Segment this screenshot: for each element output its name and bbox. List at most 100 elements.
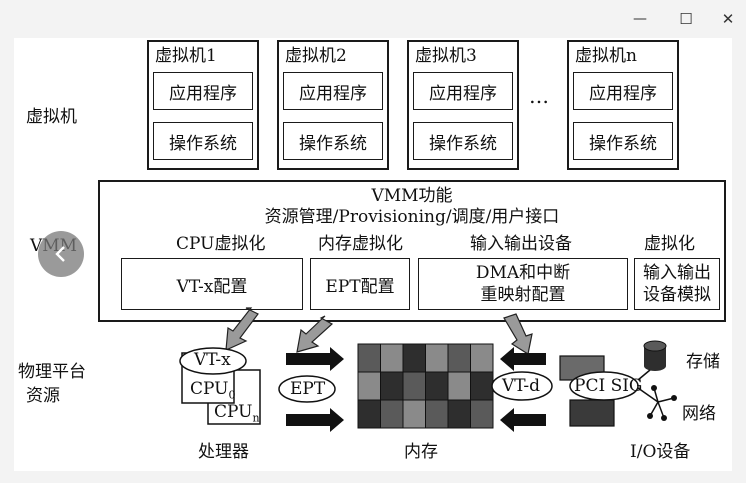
io-virt-heading: 输入输出设备: [470, 234, 572, 254]
vtx-config-label: VT-x配置: [176, 276, 248, 297]
diagram-canvas: 虚拟机 VMM 物理平台 资源 虚拟机1 应用程序 操作系统 虚拟机2 应用程序…: [14, 38, 732, 471]
io-emulation-label-1: 输入输出: [643, 263, 711, 283]
vm-title: 虚拟机3: [415, 46, 477, 66]
memory-cell: [425, 343, 449, 373]
memory-cell: [447, 343, 471, 373]
vm-box-2: 虚拟机2 应用程序 操作系统: [277, 40, 389, 170]
memory-cell: [357, 371, 381, 401]
minimize-button[interactable]: —: [626, 6, 654, 32]
memory-cell: [470, 399, 494, 429]
memory-cell: [447, 371, 471, 401]
vm-os-label: 操作系统: [429, 133, 497, 154]
black-arrow-right-bottom: [286, 408, 344, 432]
memory-cell: [380, 343, 404, 373]
io-emulation-box: 输入输出 设备模拟: [634, 258, 720, 310]
layer-label-physical-2: 资源: [26, 386, 60, 406]
ept-config-box: EPT配置: [310, 258, 410, 310]
vm-box-1: 虚拟机1 应用程序 操作系统: [147, 40, 259, 170]
memory-cell: [402, 343, 426, 373]
vm-os-label: 操作系统: [169, 133, 237, 154]
vm-title: 虚拟机2: [285, 46, 347, 66]
vm-os-box: 操作系统: [283, 122, 383, 160]
close-button[interactable]: ✕: [714, 6, 742, 32]
network-icon: [637, 385, 677, 421]
processor-label: 处理器: [198, 442, 249, 462]
memory-cell: [425, 399, 449, 429]
vtd-label: VT-d: [502, 376, 541, 396]
io-device-block-2: [569, 399, 615, 427]
vm-os-box: 操作系统: [413, 122, 513, 160]
vm-app-box: 应用程序: [283, 72, 383, 110]
vm-app-label: 应用程序: [589, 83, 657, 104]
vtx-ellipse: [179, 347, 247, 375]
memory-cell: [425, 371, 449, 401]
io-label: I/O设备: [630, 442, 691, 462]
layer-label-physical-1: 物理平台: [18, 362, 86, 382]
vm-app-label: 应用程序: [169, 83, 237, 104]
down-arrow-memory: [296, 315, 334, 353]
vm-ellipsis: …: [529, 84, 549, 108]
physical-layer-svg: [179, 307, 677, 432]
vm-app-label: 应用程序: [299, 83, 367, 104]
vm-app-box: 应用程序: [413, 72, 513, 110]
vm-os-label: 操作系统: [299, 133, 367, 154]
cpu-virt-heading: CPU虚拟化: [176, 234, 266, 254]
memory-cell: [402, 371, 426, 401]
memory-cell: [402, 399, 426, 429]
vm-title: 虚拟机1: [155, 46, 217, 66]
vm-os-label: 操作系统: [589, 133, 657, 154]
ept-config-label: EPT配置: [325, 276, 395, 297]
black-arrow-left-top: [500, 347, 546, 371]
down-arrow-io: [503, 313, 533, 355]
bottom-strip: [0, 471, 746, 483]
cpu0-label: CPU0: [190, 379, 236, 402]
memory-cell: [357, 399, 381, 429]
vm-os-box: 操作系统: [573, 122, 673, 160]
dma-remap-label-1: DMA和中断: [475, 263, 571, 283]
vtd-ellipse: [491, 371, 553, 401]
vm-app-label: 应用程序: [429, 83, 497, 104]
title-bar: — ☐ ✕: [0, 0, 746, 38]
ept-ellipse: [278, 375, 336, 403]
network-label: 网络: [682, 404, 716, 424]
dma-remap-box: DMA和中断 重映射配置: [418, 258, 628, 310]
black-arrow-right-top: [286, 347, 344, 371]
dma-remap-label-2: 重映射配置: [480, 285, 566, 305]
memory-cell: [470, 343, 494, 373]
minimize-icon: —: [633, 11, 647, 27]
vtx-label: VT-x: [194, 350, 231, 370]
ept-label: EPT: [290, 379, 326, 399]
cpun-label: CPUn: [214, 402, 260, 425]
down-arrow-cpu: [225, 307, 259, 351]
pcisig-label: PCI SIG: [574, 376, 643, 396]
vtx-config-box: VT-x配置: [121, 258, 303, 310]
vm-box-3: 虚拟机3 应用程序 操作系统: [407, 40, 519, 170]
nav-previous-button[interactable]: [38, 231, 84, 277]
black-arrow-left-bottom: [500, 408, 546, 432]
maximize-button[interactable]: ☐: [672, 6, 700, 32]
mem-virt-heading: 内存虚拟化: [318, 234, 403, 254]
maximize-icon: ☐: [679, 10, 693, 28]
memory-cell: [447, 399, 471, 429]
memory-cell: [380, 399, 404, 429]
io-emulation-label-2: 设备模拟: [643, 285, 711, 305]
vm-app-box: 应用程序: [153, 72, 253, 110]
memory-cell: [357, 343, 381, 373]
vm-os-box: 操作系统: [153, 122, 253, 160]
layer-label-vm: 虚拟机: [26, 107, 77, 127]
virt-heading: 虚拟化: [644, 234, 695, 254]
vmm-virtualization-box: CPU虚拟化 内存虚拟化 输入输出设备 虚拟化 VT-x配置 EPT配置 DMA…: [98, 230, 726, 322]
memory-cell: [380, 371, 404, 401]
memory-grid: [357, 343, 494, 429]
memory-label: 内存: [404, 442, 438, 462]
vm-title: 虚拟机n: [575, 46, 637, 66]
storage-label: 存储: [686, 352, 720, 372]
vmm-title: VMM功能: [371, 186, 453, 206]
close-icon: ✕: [721, 10, 735, 28]
chevron-left-icon: [55, 246, 65, 262]
pcisig-ellipse: [569, 371, 639, 401]
storage-icon: [643, 340, 667, 371]
memory-cell: [470, 371, 494, 401]
vmm-subtitle: 资源管理/Provisioning/调度/用户接口: [264, 207, 560, 227]
storage-link-line: [637, 369, 651, 381]
